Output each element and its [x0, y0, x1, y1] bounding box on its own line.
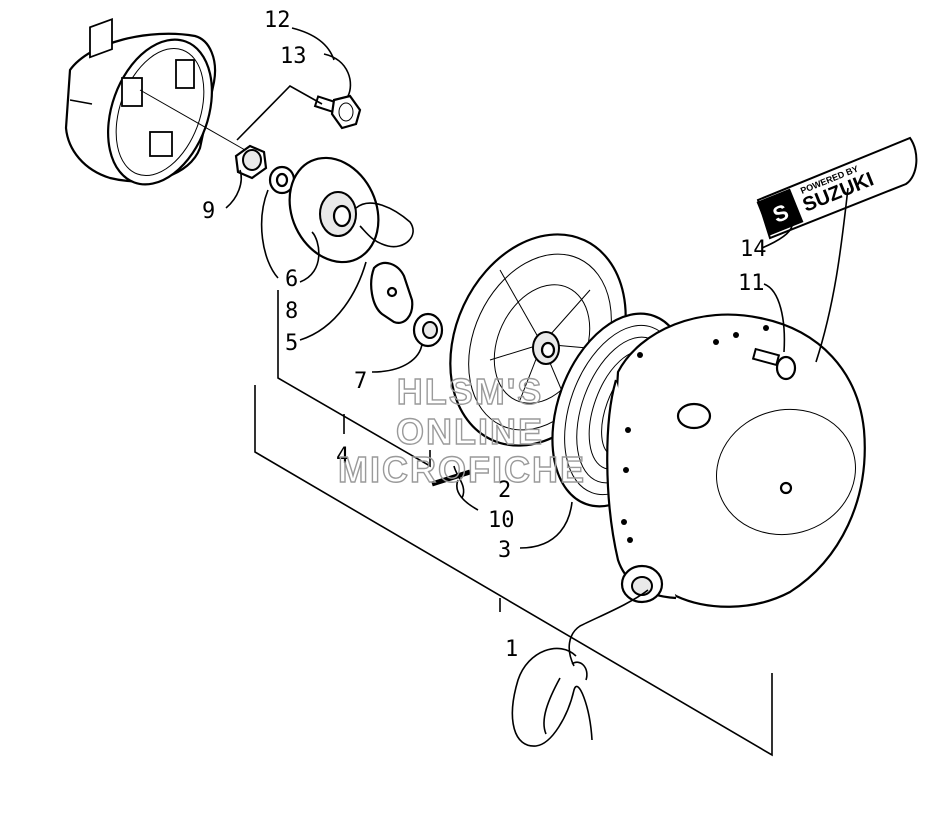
callout-8: 8 [285, 299, 298, 324]
bolt-leader [236, 85, 323, 141]
rope-end-10 [431, 469, 471, 487]
watermark-line-1: HLSM'S [397, 371, 544, 412]
callout-3: 3 [498, 538, 511, 563]
watermark-line-2: ONLINE [396, 411, 544, 452]
callout-7: 7 [354, 369, 367, 394]
bolt-13 [313, 94, 362, 130]
callout-labels: 1 2 3 4 5 6 7 8 9 10 11 12 13 14 [202, 8, 767, 662]
starter-rope-1 [511, 589, 649, 747]
callout-5: 5 [285, 331, 298, 356]
watermark-line-3: MICROFICHE [338, 449, 586, 490]
bushing-7 [412, 312, 444, 348]
nut-9 [234, 144, 268, 180]
cup-centerline [139, 89, 246, 151]
starter-housing [606, 313, 866, 608]
callout-2: 2 [498, 478, 511, 503]
callout-13: 13 [280, 44, 307, 69]
assembly-bracket-1 [254, 385, 773, 757]
bolt-11 [751, 347, 797, 381]
callout-9: 9 [202, 199, 215, 224]
friction-plate-8 [288, 156, 414, 264]
callout-11: 11 [738, 271, 765, 296]
pawl-5 [370, 261, 414, 324]
leader-lines [225, 27, 793, 549]
assembly-bracket-4 [277, 290, 431, 468]
callout-14: 14 [740, 237, 767, 262]
watermark: HLSM'S ONLINE MICROFICHE [337, 370, 586, 490]
callout-10: 10 [488, 508, 515, 533]
callout-4: 4 [336, 444, 349, 469]
suzuki-logo-icon [756, 188, 804, 236]
starter-cup [64, 18, 217, 186]
callout-12: 12 [264, 8, 291, 33]
callout-6: 6 [285, 267, 298, 292]
callout-1: 1 [505, 637, 518, 662]
